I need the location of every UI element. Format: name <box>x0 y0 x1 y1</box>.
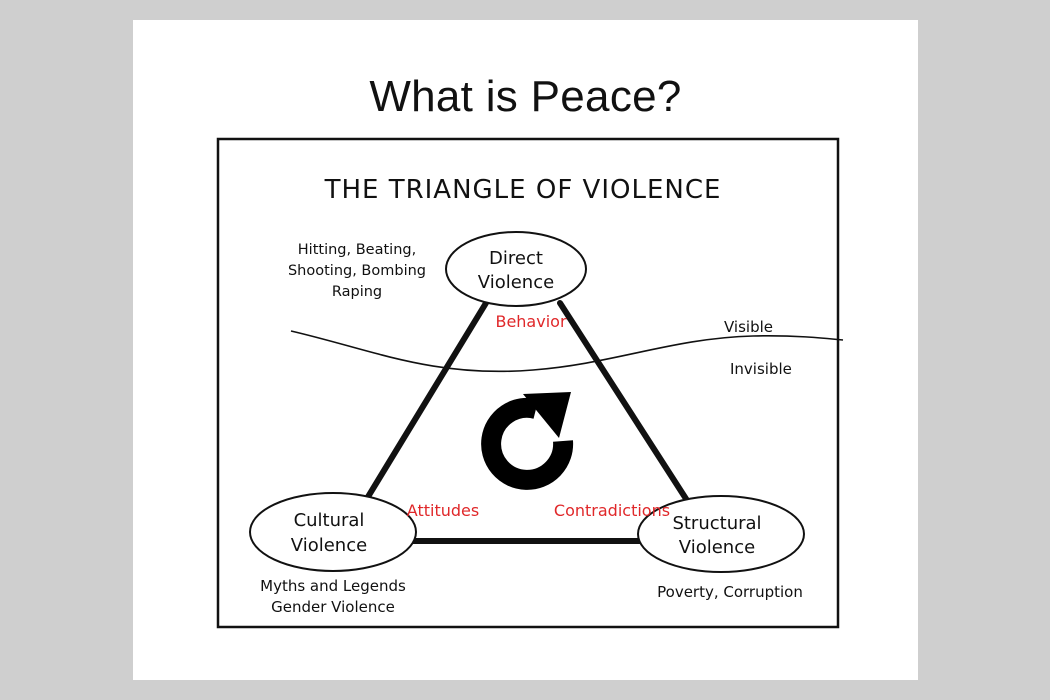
edge-label-attitudes: Attitudes <box>407 501 479 520</box>
node-cultural-line2: Violence <box>291 535 367 556</box>
circular-arrow-icon <box>481 392 574 490</box>
example-direct-1: Hitting, Beating, <box>298 242 416 258</box>
node-structural-violence: Structural Violence <box>637 495 805 573</box>
slide: What is Peace? THE TRIANGLE OF VIOLENCE … <box>133 20 918 680</box>
node-direct-violence: Direct Violence <box>445 231 587 307</box>
node-structural-line2: Violence <box>679 537 755 558</box>
diagram-title: THE TRIANGLE OF VIOLENCE <box>324 175 722 205</box>
edge-direct-structural <box>557 300 693 508</box>
slide-title: What is Peace? <box>369 72 682 121</box>
example-cultural-2: Gender Violence <box>271 598 395 616</box>
label-visible: Visible <box>724 318 773 336</box>
edge-direct-cultural <box>360 300 489 508</box>
example-direct-3: Raping <box>332 284 382 300</box>
label-invisible: Invisible <box>730 360 792 378</box>
node-cultural-line1: Cultural <box>294 510 365 531</box>
visibility-wave-line <box>290 330 844 373</box>
node-direct-line1: Direct <box>489 248 543 269</box>
edge-label-behavior: Behavior <box>495 312 566 331</box>
example-cultural-1: Myths and Legends <box>260 577 406 595</box>
node-direct-line2: Violence <box>478 272 554 293</box>
examples-cultural: Myths and Legends Gender Violence <box>260 577 406 616</box>
node-structural-line1: Structural <box>672 513 761 534</box>
edge-label-contradictions: Contradictions <box>554 501 670 520</box>
example-direct-2: Shooting, Bombing <box>288 263 426 279</box>
examples-direct: Hitting, Beating, Shooting, Bombing Rapi… <box>288 242 426 300</box>
triangle-of-violence-diagram: THE TRIANGLE OF VIOLENCE Direct Violence… <box>216 137 844 629</box>
node-cultural-violence: Cultural Violence <box>249 492 417 572</box>
example-structural-1: Poverty, Corruption <box>657 583 803 601</box>
